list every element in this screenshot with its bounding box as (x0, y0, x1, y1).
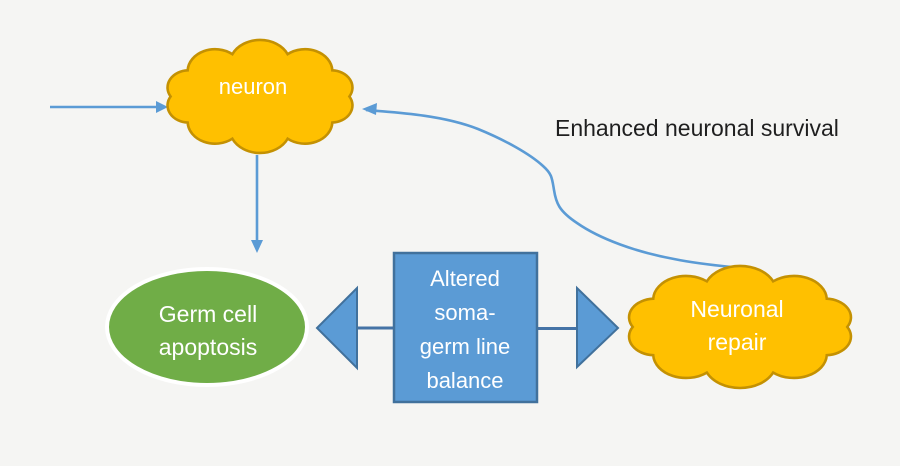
neuron-cloud-shape (168, 40, 353, 153)
germ-apoptosis-label: Germ cell apoptosis (158, 301, 258, 360)
repair-cloud-shape (629, 266, 851, 388)
germ-apoptosis-ellipse (105, 267, 309, 387)
neuron-label: neuron (218, 74, 288, 99)
survival-arrowhead-icon (362, 103, 377, 115)
input-arrowhead-icon (156, 101, 168, 113)
right-triangle-arrowhead (576, 285, 620, 370)
neuron-to-germ-arrowhead-icon (251, 240, 263, 253)
balance-box (392, 251, 539, 404)
left-triangle-arrowhead (315, 285, 358, 371)
neuronal-repair-label: Neuronal repair (690, 296, 784, 355)
survival-curve-arrow (365, 108, 742, 270)
enhanced-survival-label: Enhanced neuronal survival (555, 115, 839, 141)
balance-label: Altered soma- germ line balance (419, 266, 511, 393)
